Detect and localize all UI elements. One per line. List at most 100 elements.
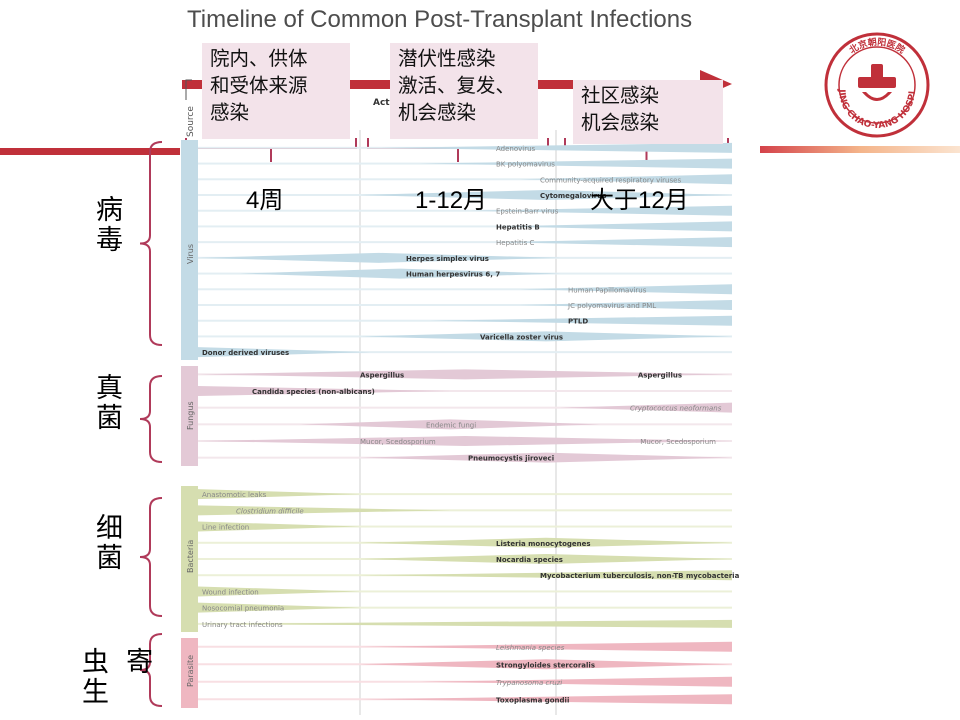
row-label-fungus-4: Mucor, Scedosporium [360,438,436,446]
row-label-bacteria-0: Anastomotic leaks [202,491,267,499]
row-shape-virus-0 [380,142,732,153]
row-label-virus-0: Adenovirus [496,145,536,153]
row-shape-virus-13 [198,347,370,358]
row-line-virus-2 [198,178,732,181]
row-line-fungus-1 [198,390,732,392]
row-shape-parasite-0 [360,641,732,652]
row-line-bacteria-6 [198,590,732,593]
period-label-early: 4周 [246,187,284,214]
row-shape-bacteria-6 [198,586,360,597]
row-shape-virus-5 [500,221,732,232]
callout-middle: 潜伏性感染 激活、复发、 机会感染 [390,43,538,139]
row-line-bacteria-2 [198,525,732,528]
row-shape-virus-7 [198,252,560,263]
category-label-bacteria: 细 菌 [96,513,123,574]
callout-bracket-0 [185,138,357,162]
row-label-fungus-5: Pneumocystis jiroveci [468,455,554,463]
period-label-middle: 1-12月 [415,187,488,214]
row-shape-bacteria-3 [360,537,732,548]
cross-emblem-icon [858,64,896,101]
row-label-bacteria-7: Nosocomial pneumonia [202,605,284,613]
row-label-virus-7: Herpes simplex virus [406,255,489,263]
row-label-bacteria-3: Listeria monocytogenes [496,540,591,548]
row-shape-bacteria-1 [198,505,450,516]
category-label-parasite: 虫 寄 生 [82,647,154,708]
row-label-virus-11: PTLD [568,318,588,326]
row-shape-bacteria-8 [198,619,732,628]
row-shape-bacteria-0 [198,489,360,500]
row-label-virus-12: Varicella zoster virus [480,333,563,341]
row-label-virus-3: Cytomegalovirus [540,192,606,200]
row-shape-bacteria-2 [198,521,360,532]
callout-early: 院内、供体 和受体来源 感染 [202,43,350,139]
row-label-bacteria-6: Wound infection [202,588,259,596]
row-line-virus-9 [198,288,732,291]
category-label-fungus: 真 菌 [96,373,123,434]
row-label-virus-6: Hepatitis C [496,239,535,247]
row-line-bacteria-0 [198,493,732,496]
row-label-parasite-1: Strongyloides stercoralis [496,661,595,669]
category-band-fungus [181,366,198,466]
row-shape-fungus-4 [198,436,732,446]
row-line-virus-5 [198,225,732,228]
row-shape-virus-12 [360,331,732,342]
brace-parasite [139,633,163,707]
row-line-fungus-2 [198,406,732,409]
row-shape-fungus-1 [198,386,450,396]
row-line-bacteria-1 [198,509,732,512]
row-shape-fungus-0 [198,369,732,380]
category-band-bacteria [181,486,198,632]
category-tag-bacteria: Bacteria [186,540,195,573]
source-bracket [185,79,192,100]
row-shape-virus-11 [430,315,732,326]
row-label-virus-4: Epstein-Barr virus [496,208,559,216]
row-line-virus-6 [198,241,732,244]
row-shape-virus-2 [520,174,732,185]
row-shape-virus-10 [520,300,732,310]
category-label-virus: 病 毒 [96,195,123,256]
row-label-bacteria-2: Line infection [202,524,249,532]
row-label-bacteria-5: Mycobacterium tuberculosis, non-TB mycob… [540,572,740,580]
row-shape-fungus-2 [560,402,732,413]
category-tag-fungus: Fungus [186,401,195,430]
row-label-fungus-3: Endemic fungi [426,421,476,429]
callout-late: 社区感染 机会感染 [573,80,723,144]
row-shape-virus-6 [500,237,732,248]
header-source-label: Source [186,106,196,137]
row-shape-fungus-3 [300,419,600,430]
category-band-virus [181,140,198,360]
figure-title: Timeline of Common Post-Transplant Infec… [187,6,693,33]
row-shape-bacteria-5 [360,570,732,581]
row-label-virus-5: Hepatitis B [496,223,540,231]
row-label-virus-13: Donor derived viruses [202,349,289,357]
category-band-parasite [181,638,198,708]
category-tag-parasite: Parasite [186,655,195,687]
row-shape-virus-3 [360,190,732,200]
row-shape-virus-8 [240,268,560,279]
row-label-virus-2: Community-acquired respiratory viruses [540,176,681,184]
row-label-parasite-3: Toxoplasma gondii [496,696,569,704]
row-shape-fungus-5 [360,452,732,463]
row-shape-virus-9 [520,284,732,295]
row-label-virus-9: Human Papillomavirus [568,286,647,294]
row-label-fungus-0: Aspergillus [360,371,404,379]
brace-virus [139,141,163,346]
row-shape-bacteria-7 [198,602,360,613]
row-line-virus-13 [198,351,732,354]
row-line-virus-10 [198,304,732,306]
brace-fungus [139,375,163,463]
category-tag-virus: Virus [186,244,195,264]
row-label-virus-10: JC polyomavirus and PML [567,302,656,310]
row-shape-bacteria-4 [360,554,732,564]
row-label-fungus-1: Candida species (non-albicans) [252,388,375,396]
row-shape-parasite-2 [420,676,732,687]
row-shape-virus-1 [420,158,732,169]
row-label-bacteria-8: Urinary tract infections [202,621,283,629]
row-shape-parasite-1 [360,659,732,670]
row-label-virus-1: BK polyomavirus [496,161,555,169]
header-divider-left [0,148,180,155]
period-label-late: 大于12月 [590,187,689,214]
header-divider-right [760,146,960,153]
brace-bacteria [139,497,163,617]
